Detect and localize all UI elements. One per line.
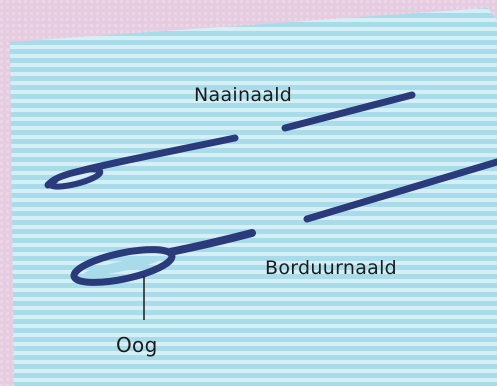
needle-card	[10, 8, 497, 386]
label-sewing-needle: Naainaald	[194, 84, 292, 106]
label-eye: Oog	[116, 333, 158, 357]
label-embroidery-needle: Borduurnaald	[265, 257, 397, 279]
